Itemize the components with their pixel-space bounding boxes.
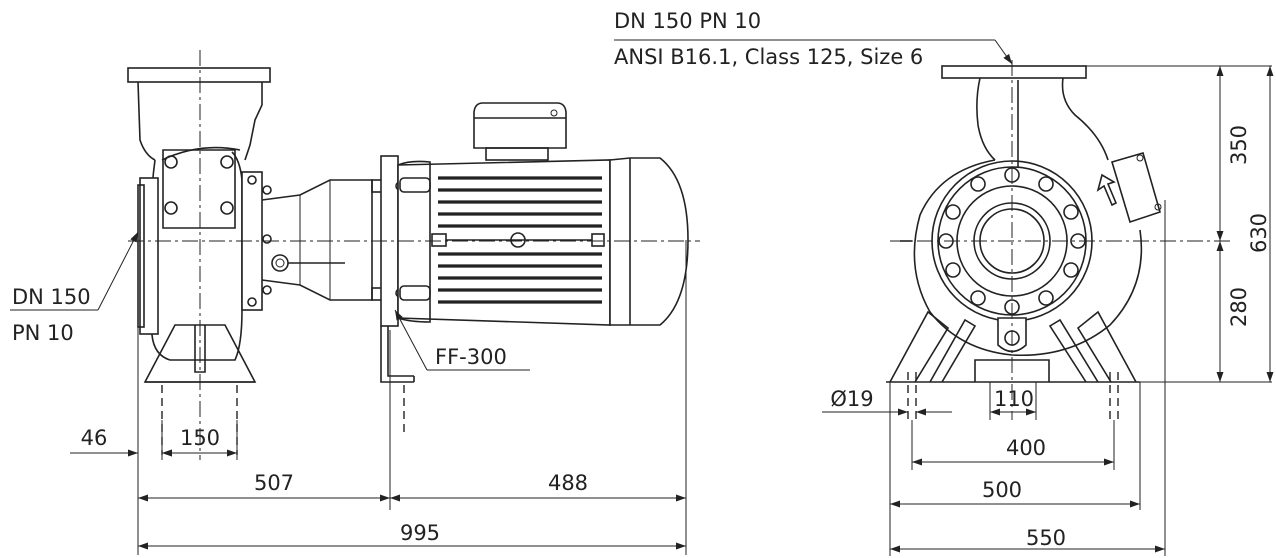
dim-500: 500 — [982, 478, 1022, 502]
front-view-pump — [886, 65, 1162, 383]
top-flange-label-line1: DN 150 PN 10 — [614, 9, 761, 33]
dim-150: 150 — [180, 426, 220, 450]
front-flange-bolts — [938, 167, 1086, 315]
front-view-labels: DN 150 PN 10 ANSI B16.1, Class 125, Size… — [614, 9, 1013, 69]
dim-46: 46 — [81, 426, 108, 450]
side-flange-label-line2: PN 10 — [12, 321, 74, 345]
motor-flange-label: FF-300 — [435, 345, 507, 369]
dim-507: 507 — [254, 471, 294, 495]
front-view-centre-lines — [890, 60, 1230, 420]
side-view-labels: DN 150 PN 10 FF-300 — [10, 231, 530, 371]
dim-280: 280 — [1227, 287, 1251, 327]
side-view-pump — [127, 67, 272, 383]
dim-350: 350 — [1227, 125, 1251, 165]
dim-995: 995 — [400, 521, 440, 545]
side-view-motor — [397, 102, 689, 326]
side-view-lantern — [261, 179, 383, 301]
side-flange-label-line1: DN 150 — [12, 285, 91, 309]
dim-19: Ø19 — [830, 387, 873, 411]
dim-400: 400 — [1006, 436, 1046, 460]
motor-cooling-fins — [438, 176, 602, 304]
front-view-dimensions: 350 280 630 Ø19 110 400 500 550 — [822, 65, 1274, 556]
dim-550: 550 — [1026, 526, 1066, 550]
side-view-dimensions: 46 150 507 488 995 — [70, 240, 687, 555]
top-flange-label-line2: ANSI B16.1, Class 125, Size 6 — [614, 45, 923, 69]
dim-110: 110 — [994, 387, 1034, 411]
dim-630: 630 — [1247, 213, 1271, 253]
dim-488: 488 — [548, 471, 588, 495]
